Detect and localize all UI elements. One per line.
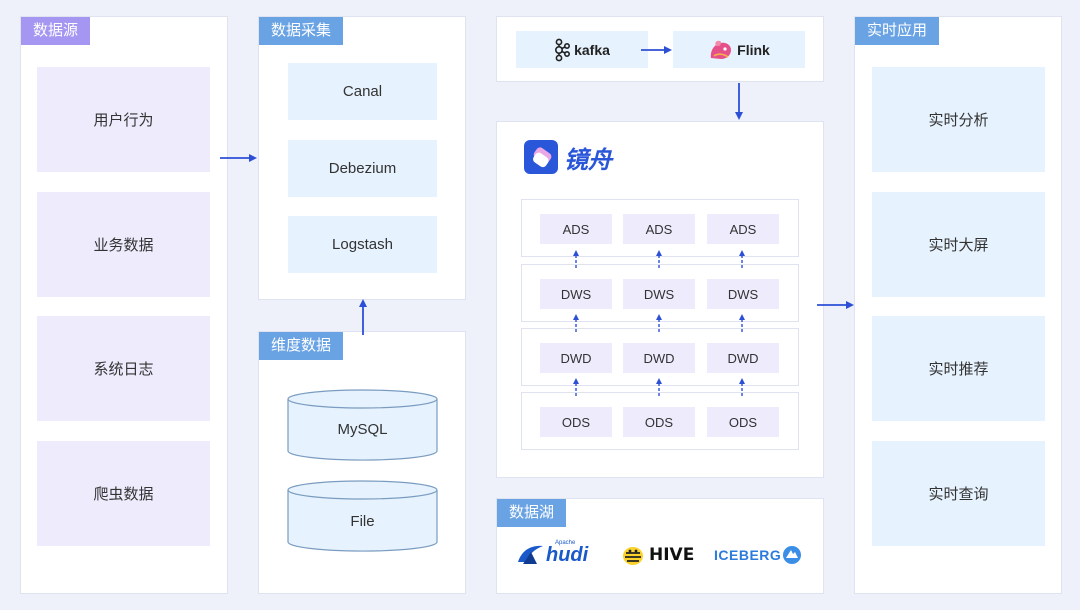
source-item-crawler-data: 爬虫数据 bbox=[37, 441, 210, 546]
hudi-logo: hudi Apache bbox=[517, 540, 589, 568]
apps-title: 实时应用 bbox=[855, 17, 940, 45]
dimension-title: 维度数据 bbox=[259, 332, 344, 360]
collection-item-logstash: Logstash bbox=[288, 216, 437, 273]
hudi-apache-label: Apache bbox=[555, 540, 576, 546]
flink-squirrel-icon bbox=[711, 40, 732, 59]
dwd-cell-2: DWD bbox=[623, 343, 695, 373]
sources-title: 数据源 bbox=[21, 17, 91, 45]
dwd-cell-1: DWD bbox=[540, 343, 612, 373]
ods-cell-2: ODS bbox=[623, 407, 695, 437]
dwd-cell-3: DWD bbox=[707, 343, 779, 373]
hive-bee-icon bbox=[623, 547, 643, 565]
dws-cell-1: DWS bbox=[540, 279, 612, 309]
mysql-cylinder-icon bbox=[287, 389, 438, 461]
ads-cell-1: ADS bbox=[540, 214, 612, 244]
kafka-icon bbox=[555, 38, 571, 61]
file-storage: File bbox=[287, 480, 438, 552]
app-item-dashboard: 实时大屏 bbox=[872, 192, 1045, 297]
dws-cell-3: DWS bbox=[707, 279, 779, 309]
layer-flow-arrows bbox=[573, 250, 745, 396]
mirrorship-logo-icon bbox=[524, 140, 558, 174]
ads-cell-3: ADS bbox=[707, 214, 779, 244]
ods-cell-1: ODS bbox=[540, 407, 612, 437]
ads-cell-2: ADS bbox=[623, 214, 695, 244]
file-label: File bbox=[350, 513, 375, 530]
source-item-system-log: 系统日志 bbox=[37, 316, 210, 421]
iceberg-label: ICEBERG bbox=[714, 547, 782, 563]
hudi-logo-icon bbox=[518, 545, 543, 564]
app-item-query: 实时查询 bbox=[872, 441, 1045, 546]
warehouse-brand: 镜舟 bbox=[524, 140, 612, 174]
file-cylinder-icon bbox=[287, 480, 438, 552]
hive-label: HIVE bbox=[649, 545, 695, 565]
hive-logo: HIVE bbox=[620, 543, 694, 567]
dws-cell-2: DWS bbox=[623, 279, 695, 309]
hudi-label: hudi bbox=[546, 543, 589, 566]
collection-item-canal: Canal bbox=[288, 63, 437, 120]
app-item-recommendation: 实时推荐 bbox=[872, 316, 1045, 421]
flink-box: Flink bbox=[673, 31, 805, 68]
mysql-label: MySQL bbox=[337, 421, 388, 438]
lake-title: 数据湖 bbox=[497, 499, 567, 527]
flink-label: Flink bbox=[737, 41, 770, 58]
lake-panel: 数据湖 bbox=[496, 498, 824, 594]
source-item-user-behavior: 用户行为 bbox=[37, 67, 210, 172]
source-item-business-data: 业务数据 bbox=[37, 192, 210, 297]
warehouse-brand-label: 镜舟 bbox=[564, 146, 612, 174]
collection-item-debezium: Debezium bbox=[288, 140, 437, 197]
iceberg-logo: ICEBERG bbox=[714, 544, 802, 566]
kafka-box: kafka bbox=[516, 31, 648, 68]
mysql-database: MySQL bbox=[287, 389, 438, 461]
collection-title: 数据采集 bbox=[259, 17, 344, 45]
kafka-label: kafka bbox=[574, 41, 610, 58]
iceberg-globe-icon bbox=[783, 546, 802, 564]
ods-cell-3: ODS bbox=[707, 407, 779, 437]
app-item-analysis: 实时分析 bbox=[872, 67, 1045, 172]
